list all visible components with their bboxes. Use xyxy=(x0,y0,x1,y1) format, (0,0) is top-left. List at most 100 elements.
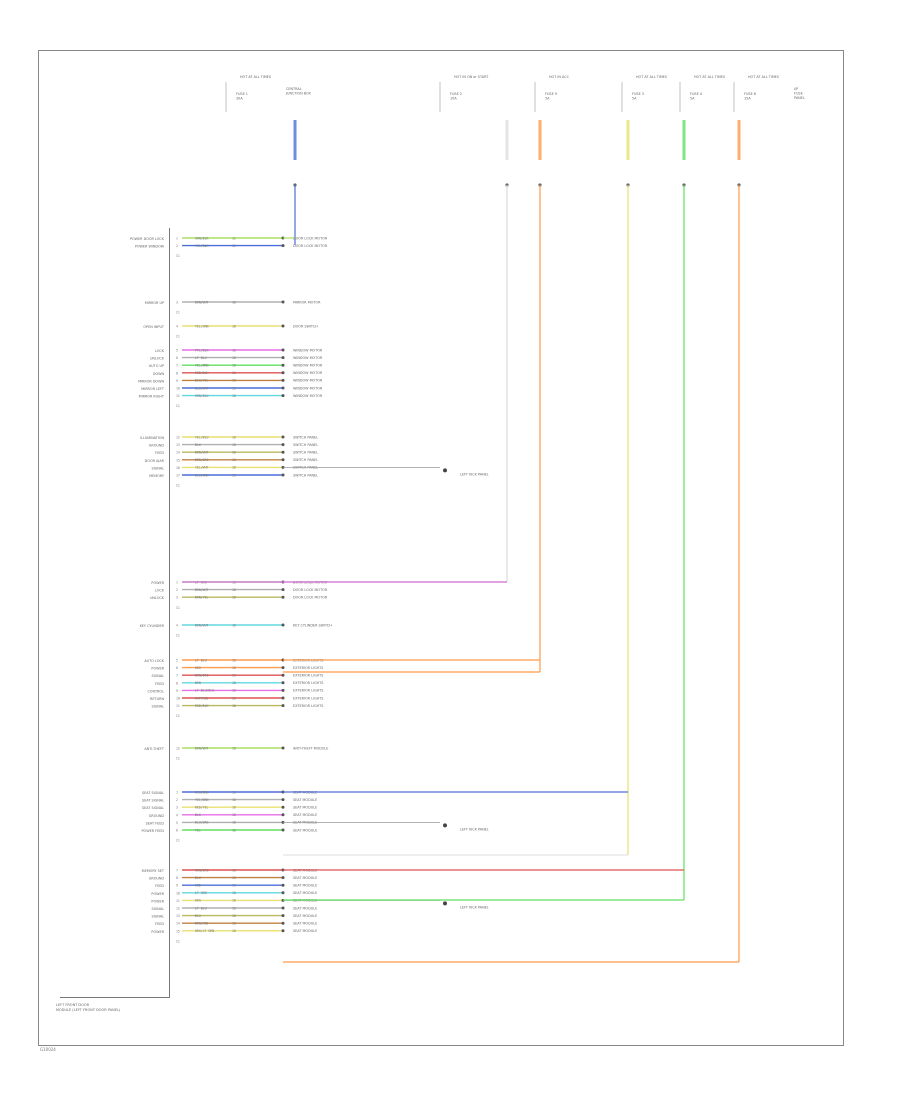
pin-function-label: UNLOCK xyxy=(150,357,165,361)
fuse-label: 30A xyxy=(236,97,243,101)
pin-number: 10 xyxy=(176,387,180,391)
connector-dot xyxy=(281,595,285,599)
pin-number: 4 xyxy=(176,325,178,329)
module-name: LEFT FRONT DOOR MODULE (LEFT FRONT DOOR … xyxy=(56,1003,121,1012)
fuse-label: FUSE 8 xyxy=(744,92,756,96)
pin-number: 11 xyxy=(176,394,180,398)
wire-color-code: BRN/RED xyxy=(195,922,209,926)
pin-function-label: MIRROR RIGHT xyxy=(139,395,165,399)
fuse-stub xyxy=(538,120,542,160)
wire-destination: SWITCH PANEL xyxy=(293,451,318,455)
pin-function-label: OPEN INPUT xyxy=(143,325,165,329)
connector-dot xyxy=(281,921,285,925)
pin-function-label: LOCK xyxy=(155,589,165,593)
wire-destination: SEAT MODULE xyxy=(293,813,317,817)
connector-dot xyxy=(281,300,285,304)
wire-color-code: LT BLU xyxy=(195,658,207,662)
pin-function-label: SIGNAL xyxy=(151,915,164,919)
wire-gauge: 18 xyxy=(232,821,236,825)
wire-destination: SEAT MODULE xyxy=(293,828,317,832)
wire-destination: EXTERIOR LIGHTS xyxy=(293,666,323,670)
wire-destination: WINDOW MOTOR xyxy=(293,348,323,352)
fuse-location: PANEL xyxy=(794,96,805,100)
wire-color-code: RED/BLK xyxy=(195,704,209,708)
wire-color-code: BRN xyxy=(195,681,201,685)
pin-number: 8 xyxy=(176,681,178,685)
wire-gauge: 18 xyxy=(232,588,236,592)
wire-destination: SEAT MODULE xyxy=(293,922,317,926)
connector-dot xyxy=(281,348,285,352)
connector-dot xyxy=(281,891,285,895)
connector-dot xyxy=(281,435,285,439)
pin-number: 1 xyxy=(176,237,178,241)
wire-destination: SEAT MODULE xyxy=(293,891,317,895)
wire-destination: DOOR LOCK MOTOR xyxy=(293,236,328,240)
wire-gauge: 18 xyxy=(232,790,236,794)
fuse-block-title: HOT IN ON or START xyxy=(454,75,489,79)
fuse-label: FUSE 1 xyxy=(236,92,248,96)
wire-destination: SEAT MODULE xyxy=(293,906,317,910)
connector-dot xyxy=(281,588,285,592)
wire-gauge: 18 xyxy=(232,443,236,447)
connector-dot xyxy=(281,746,285,750)
connector-id: C1 xyxy=(176,254,180,258)
connector-dot xyxy=(281,696,285,700)
connector-dot xyxy=(281,704,285,708)
connector-dot xyxy=(281,666,285,670)
wire-color-code: BRN/WHT xyxy=(195,746,209,750)
pin-number: 4 xyxy=(176,813,178,817)
connector-dot xyxy=(281,623,285,627)
pin-number: 2 xyxy=(176,798,178,802)
pin-function-label: SIGNAL xyxy=(151,907,164,911)
wire-gauge: 18 xyxy=(232,435,236,439)
wire-destination: SWITCH PANEL xyxy=(293,458,318,462)
connector-dot xyxy=(281,798,285,802)
pin-number: 6 xyxy=(176,356,178,360)
pin-function-label: MIRROR UP xyxy=(145,301,164,305)
connector-dot xyxy=(281,805,285,809)
wire-color-code: BRN/YEL xyxy=(195,596,209,600)
wire-destination: SEAT MODULE xyxy=(293,914,317,918)
connector-id: C1 xyxy=(176,634,180,638)
ground-dot xyxy=(443,468,447,473)
wire-gauge: 18 xyxy=(232,356,236,360)
fuse-location: FUSE xyxy=(794,92,803,96)
wire-gauge: 18 xyxy=(232,674,236,678)
ground-dot xyxy=(443,823,447,828)
pin-number: 9 xyxy=(176,689,178,693)
wire-color-code: YEL/BLU xyxy=(195,435,209,439)
pin-number: 8 xyxy=(176,876,178,880)
pin-function-label: POWER DOOR LOCK xyxy=(130,237,165,241)
connector-dot xyxy=(281,681,285,685)
fuse-stub xyxy=(682,120,686,160)
connector-dot xyxy=(281,244,285,248)
wire-color-code: GRN/ORG xyxy=(195,868,209,872)
wire-gauge: 18 xyxy=(232,324,236,328)
wire-gauge: 18 xyxy=(232,466,236,470)
wire-gauge: 18 xyxy=(232,876,236,880)
wire-color-code: YEL xyxy=(195,828,201,832)
pin-function-label: MEMORY xyxy=(149,474,165,478)
pin-function-label: POWER xyxy=(151,667,164,671)
pin-number: 12 xyxy=(176,436,180,440)
fuse-location: I/P xyxy=(794,87,798,91)
connector-dot xyxy=(281,883,285,887)
connector-id: C1 xyxy=(176,404,180,408)
wire-color-code: ORG xyxy=(195,899,201,903)
wire-destination: WINDOW MOTOR xyxy=(293,356,323,360)
connector-id: C1 xyxy=(176,335,180,339)
wire-color-code: BLK xyxy=(195,443,201,447)
pin-function-label: POWER FEED xyxy=(142,829,165,833)
ground-location: LEFT KICK PANEL xyxy=(460,472,489,476)
pin-function-label: FEED xyxy=(155,922,164,926)
pin-function-label: SEAT SIGNAL xyxy=(142,799,164,803)
connector-dot xyxy=(281,914,285,918)
fuse-label: 15A xyxy=(744,97,751,101)
wire-gauge: 18 xyxy=(232,704,236,708)
fuse-block-title: HOT AT ALL TIMES xyxy=(694,75,725,79)
pin-number: 9 xyxy=(176,884,178,888)
fuse-label: FUSE 9 xyxy=(545,92,557,96)
wire-gauge: 18 xyxy=(232,348,236,352)
fuse-label: 5A xyxy=(690,97,695,101)
wire-destination: EXTERIOR LIGHTS xyxy=(293,689,323,693)
